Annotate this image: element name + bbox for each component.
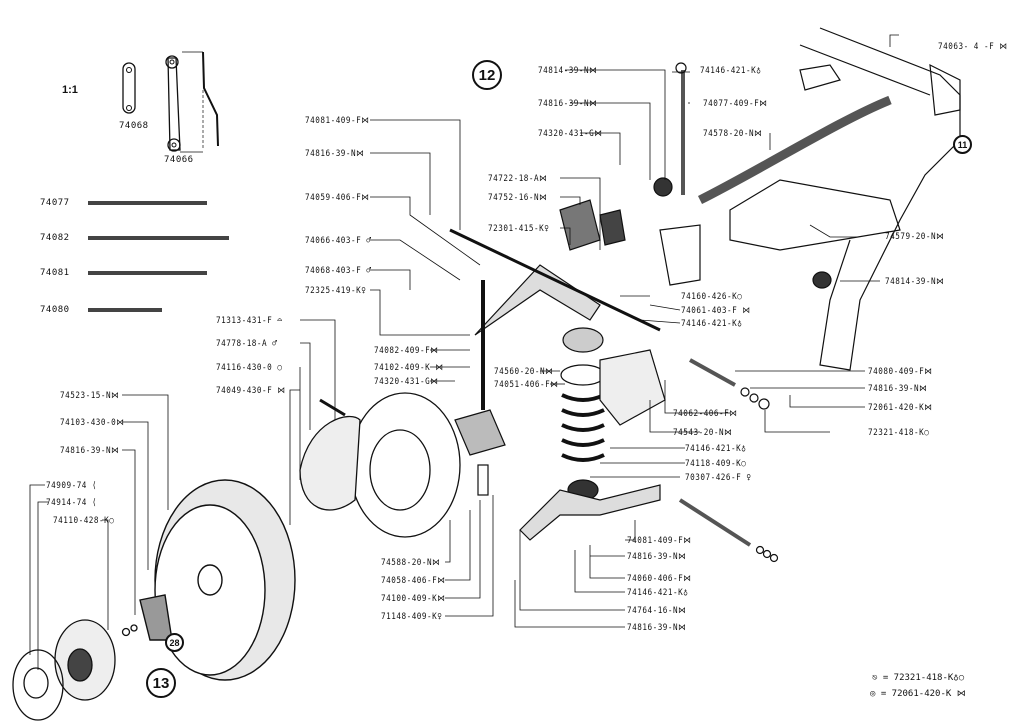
legend-row-washer: ◎ = 72061-420-K ⋈ xyxy=(870,689,966,699)
part-label: 74062-406-F⋈ xyxy=(673,409,738,419)
backing-plate-drawing xyxy=(299,392,461,538)
hub-drawing xyxy=(12,619,138,721)
lower-arm-drawing xyxy=(519,358,779,563)
nut-icon: ⎋ xyxy=(872,673,878,683)
rod-ref-74082: 74082 xyxy=(40,233,70,243)
part-label: 74049-430-F ⋈ xyxy=(216,386,286,396)
part-label: 74523-15-N⋈ xyxy=(60,391,120,401)
rod-ref-74080: 74080 xyxy=(40,305,70,315)
part-label: 74816-39-N⋈ xyxy=(627,552,687,562)
part-label: 74102-409-K ⋈ xyxy=(374,363,444,373)
legend-text: = 72321-418-K♁○ xyxy=(882,673,965,683)
part-label: 74061-403-F ⋈ xyxy=(681,306,751,316)
part-label: 74816-39-N⋈ xyxy=(60,446,120,456)
leader-lines xyxy=(29,34,899,670)
part-label: 74752-16-N⋈ xyxy=(488,193,548,203)
part-label: 74066-403-F ♂ xyxy=(305,236,372,246)
part-label: 74118-409-K○ xyxy=(685,459,747,469)
link-74068-drawing xyxy=(122,62,136,114)
part-label: 74816-39-N⋈ xyxy=(627,623,687,633)
part-label: 74814-39-N⋈ xyxy=(538,66,598,76)
part-label: 74081-409-F⋈ xyxy=(627,536,692,546)
threaded-rods xyxy=(88,201,229,312)
assembly-number-11: 11 xyxy=(953,135,972,154)
knuckle-drawing xyxy=(454,280,506,496)
part-label: 74320-431-G⋈ xyxy=(374,377,439,387)
part-label: 72061-420-K⋈ xyxy=(868,403,933,413)
part-label: 74764-16-N⋈ xyxy=(627,606,687,616)
part-label: 72321-418-K○ xyxy=(868,428,930,438)
part-label: 74560-20-N⋈ xyxy=(494,367,554,377)
part-label: 74080-409-F⋈ xyxy=(868,367,933,377)
rod-ref-74081: 74081 xyxy=(40,268,70,278)
part-label: 74722-18-A⋈ xyxy=(488,174,548,184)
part-label: 74110-428-K○ xyxy=(53,516,115,526)
washer-icon: ◎ xyxy=(870,689,876,699)
part-label: 74058-406-F⋈ xyxy=(381,576,446,586)
scale-label: 1:1 xyxy=(62,84,78,96)
part-label: 74063- 4 -F ⋈ xyxy=(938,42,1008,52)
link-74066-drawing xyxy=(165,51,219,153)
part-label: 74146-421-K♁ xyxy=(627,588,689,598)
part-label: 74588-20-N⋈ xyxy=(381,558,441,568)
assembly-number-12: 12 xyxy=(472,60,502,90)
part-label: 74081-409-F⋈ xyxy=(305,116,370,126)
part-label: 71148-409-K♀ xyxy=(381,612,443,622)
part-label: 74100-409-K⋈ xyxy=(381,594,446,604)
assembly-number-13: 13 xyxy=(146,668,176,698)
part-label: 74909-74 ⟨ xyxy=(46,481,98,491)
part-label: 74579-20-N⋈ xyxy=(885,232,945,242)
part-label: 74060-406-F⋈ xyxy=(627,574,692,584)
part-label: 70307-426-F ♀ xyxy=(685,473,752,483)
link-74066-ref: 74066 xyxy=(164,155,194,165)
legend-text: = 72061-420-K ⋈ xyxy=(880,689,966,699)
part-label: 71313-431-F ⌓ xyxy=(216,316,283,326)
frame-drawing xyxy=(697,27,961,371)
part-label: 72301-415-K♀ xyxy=(488,224,550,234)
brake-drum-drawing xyxy=(139,479,296,681)
part-label: 74816-39-N⋈ xyxy=(868,384,928,394)
part-label: 74082-409-F⋈ xyxy=(374,346,439,356)
part-label: 74146-421-K♁ xyxy=(681,319,743,329)
assembly-number-28: 28 xyxy=(165,633,184,652)
part-label: 74816-39-N⋈ xyxy=(305,149,365,159)
part-label: 74146-421-K♁ xyxy=(685,444,747,454)
part-label: 74914-74 ⟨ xyxy=(46,498,98,508)
part-label: 72325-419-K♀ xyxy=(305,286,367,296)
part-label: 74116-430-0 ○ xyxy=(216,363,283,373)
part-label: 74077-409-F⋈ xyxy=(703,99,768,109)
part-label: 74146-421-K♁ xyxy=(700,66,762,76)
rod-ref-74077: 74077 xyxy=(40,198,70,208)
part-label: 74051-406-F⋈ xyxy=(494,380,559,390)
part-label: 74578-20-N⋈ xyxy=(703,129,763,139)
part-label: 74068-403-F ♂ xyxy=(305,266,372,276)
part-label: 74816-39-N⋈ xyxy=(538,99,598,109)
part-label: 74778-18-A ♂ xyxy=(216,339,278,349)
part-label: 74320-431-G⋈ xyxy=(538,129,603,139)
legend-row-nut: ⎋ = 72321-418-K♁○ xyxy=(872,673,964,683)
link-74068-ref: 74068 xyxy=(119,121,149,131)
shock-spring-drawing xyxy=(560,327,666,501)
part-label: 74059-406-F⋈ xyxy=(305,193,370,203)
part-label: 74103-430-0⋈ xyxy=(60,418,125,428)
part-label: 74543-20-N⋈ xyxy=(673,428,733,438)
part-label: 74160-426-K○ xyxy=(681,292,743,302)
part-label: 74814-39-N⋈ xyxy=(885,277,945,287)
